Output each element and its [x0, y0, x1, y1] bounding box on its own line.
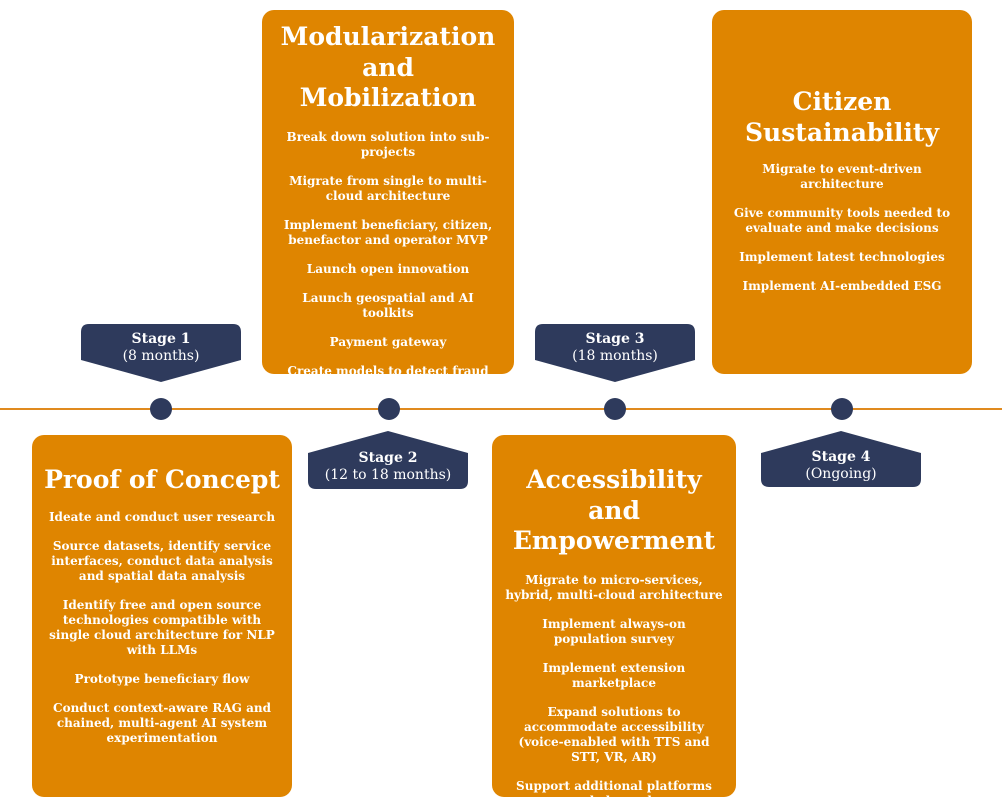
- stage-1-label: Stage 1 (8 months): [81, 324, 241, 382]
- list-item: Migrate from single to multi-cloud archi…: [289, 173, 487, 203]
- card-title: Modularization and Mobilization: [280, 22, 496, 112]
- list-item: Identify free and open source technologi…: [49, 597, 275, 657]
- stage-4-duration: (Ongoing): [805, 466, 877, 482]
- stage-4-label: Stage 4 (Ongoing): [761, 431, 921, 487]
- list-item: Payment gateway: [329, 334, 447, 349]
- list-item: Support additional platforms and channel…: [516, 778, 712, 808]
- card-title: Accessibility and Empowerment: [512, 465, 716, 555]
- list-item: Source datasets, identify service interf…: [51, 538, 273, 583]
- list-item: Migrate to event-driven architecture: [762, 162, 922, 191]
- timeline-line: [0, 408, 1002, 410]
- list-item: Launch geospatial and AI toolkits: [302, 290, 474, 320]
- list-item: Implement latest technologies: [739, 250, 945, 264]
- list-item: Ideate and conduct user research: [48, 509, 276, 524]
- citizen-sustainability-card: Citizen Sustainability Migrate to event-…: [712, 10, 972, 374]
- stage-2-title: Stage 2: [358, 450, 418, 466]
- stage-1-marker: [150, 398, 172, 420]
- stage-2-label: Stage 2 (12 to 18 months): [308, 431, 468, 489]
- list-item: Break down solution into sub-projects: [286, 129, 490, 159]
- stage-3-label: Stage 3 (18 months): [535, 324, 695, 382]
- stage-3-duration: (18 months): [572, 348, 658, 364]
- stage-4-title: Stage 4: [811, 449, 871, 465]
- stage-4-marker: [831, 398, 853, 420]
- proof-of-concept-card: Proof of Concept Ideate and conduct user…: [32, 435, 292, 797]
- stage-3-title: Stage 3: [585, 331, 645, 347]
- card-title: Citizen Sustainability: [745, 87, 939, 147]
- list-item: Give community tools needed to evaluate …: [733, 206, 951, 235]
- list-item: Implement beneficiary, citizen, benefact…: [283, 217, 493, 247]
- list-item: Expand solutions to accommodate accessib…: [518, 704, 710, 764]
- list-item: Prototype beneficiary flow: [74, 671, 250, 686]
- stage-2-duration: (12 to 18 months): [324, 467, 452, 483]
- stage-3-marker: [604, 398, 626, 420]
- card-title: Proof of Concept: [44, 465, 280, 494]
- card-items: Break down solution into sub-projects Mi…: [278, 130, 498, 394]
- list-item: Create models to detect fraud and invali…: [287, 363, 489, 393]
- list-item: Implement always-on population survey: [542, 616, 686, 646]
- list-item: Launch open innovation: [306, 261, 470, 276]
- stage-1-title: Stage 1: [131, 331, 191, 347]
- stage-2-marker: [378, 398, 400, 420]
- card-items: Migrate to micro-services, hybrid, multi…: [504, 573, 724, 809]
- accessibility-card: Accessibility and Empowerment Migrate to…: [492, 435, 736, 808]
- modularization-card: Modularization and Mobilization Break do…: [262, 10, 514, 393]
- list-item: Implement AI-embedded ESG: [742, 279, 942, 293]
- card-items: Ideate and conduct user research Source …: [44, 510, 280, 746]
- list-item: Implement extension marketplace: [542, 660, 686, 690]
- list-item: Migrate to micro-services, hybrid, multi…: [505, 572, 723, 602]
- list-item: Conduct context-aware RAG and chained, m…: [53, 700, 271, 745]
- stage-1-duration: (8 months): [122, 348, 200, 364]
- card-items: Migrate to event-driven architecture Giv…: [726, 162, 958, 294]
